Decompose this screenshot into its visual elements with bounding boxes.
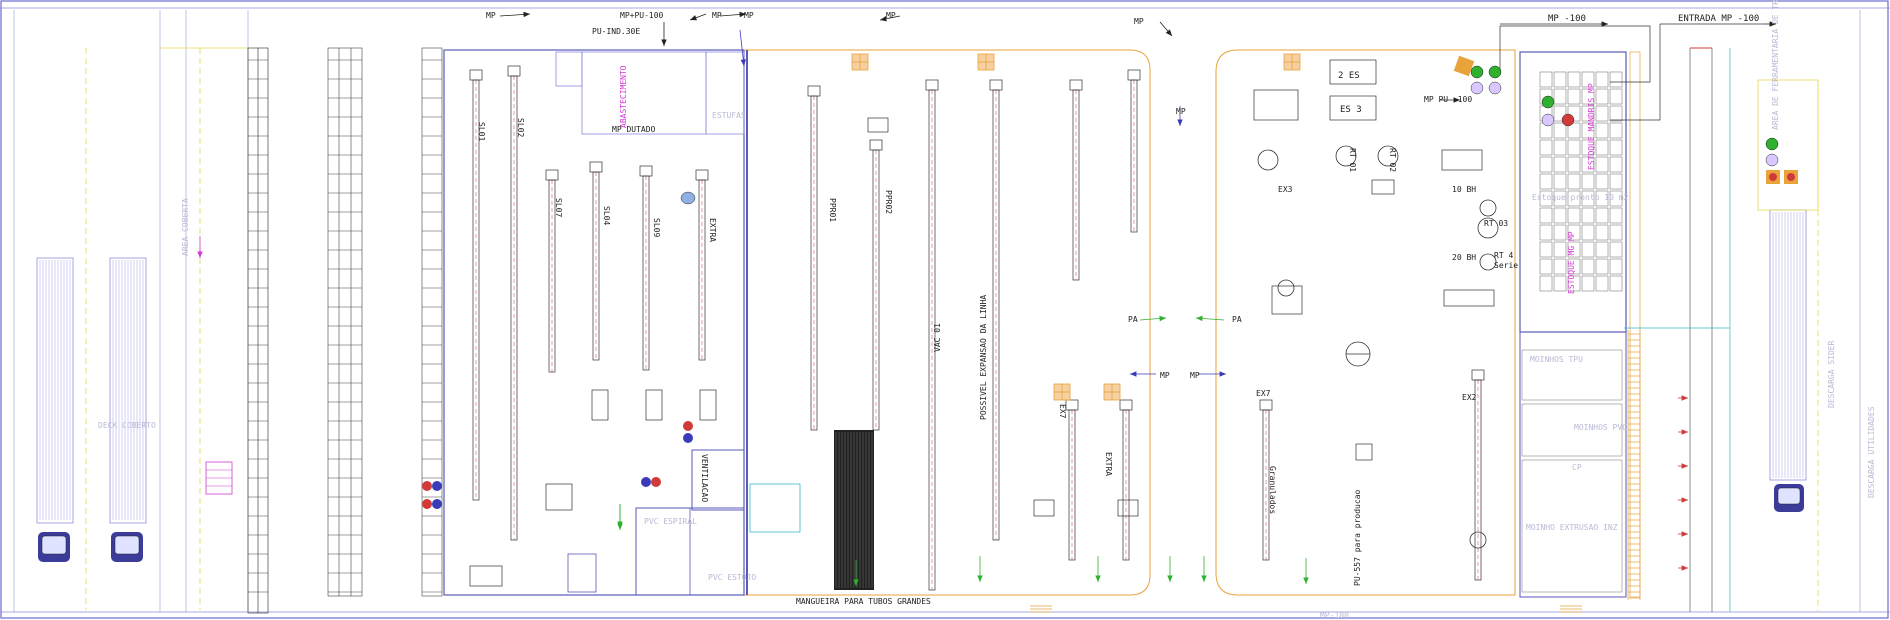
label-ex7-right: EX7 <box>1256 389 1271 398</box>
building-left <box>443 49 1151 596</box>
label-rt02: RT 02 <box>1388 148 1397 173</box>
label-mp-mid-left: MP <box>1160 371 1170 380</box>
label-rt01: RT 01 <box>1348 148 1357 173</box>
label-mp-pu-100: MP PU -100 <box>1424 95 1473 104</box>
label-mp-mid-r2: MP <box>1176 107 1186 116</box>
truck-2 <box>109 257 147 562</box>
label-ppr02: PPR02 <box>884 190 893 215</box>
label-pu557: PU-557 para producao <box>1353 489 1362 586</box>
label-mp-mid-right: MP <box>1190 371 1200 380</box>
label-estoque-mp: ESTOQUE MANDRIS MP <box>1587 83 1596 170</box>
symbols <box>422 55 1798 509</box>
label-ex2: EX2 <box>1462 393 1477 402</box>
rack-2 <box>327 47 363 597</box>
label-granulados: Granulados <box>1268 466 1277 515</box>
label-mp-top-right: MP -100 <box>1548 14 1586 24</box>
label-es3: ES 3 <box>1340 105 1362 115</box>
label-bottom-cut: MP-100 <box>1320 611 1349 620</box>
label-rt4: RT 4 <box>1494 251 1514 260</box>
label-entrada-mp: ENTRADA MP -100 <box>1678 14 1760 24</box>
label-ex7-left: EX7 <box>1058 404 1067 419</box>
label-estufas: ESTUFAS <box>712 111 746 120</box>
label-mp-1: MP <box>486 11 496 20</box>
label-possivel: POSSIVEL EXPANSAO DA LINHA <box>979 294 988 420</box>
label-vac01: VAC 01 <box>933 323 942 352</box>
truck-1 <box>36 257 74 562</box>
building-right <box>1215 49 1641 598</box>
label-mp-2: MP <box>712 11 722 20</box>
truck-3 <box>1769 209 1807 512</box>
label-pvc-espiral: PVC ESPIRAL <box>644 517 697 526</box>
label-mp-5: MP <box>1134 17 1144 26</box>
label-pa-right: PA <box>1232 315 1242 324</box>
label-sl07: SL07 <box>554 198 563 218</box>
label-mp-pu: MP+PU-100 <box>620 11 664 20</box>
label-extra-mid: EXTRA <box>1104 452 1113 477</box>
label-descarga-right: DESCARGA SIDER <box>1827 340 1836 408</box>
label-mp-4: MP <box>886 11 896 20</box>
label-cp: CP <box>1572 463 1582 472</box>
label-extra-left: EXTRA <box>708 218 717 243</box>
label-sl02: SL02 <box>516 118 525 138</box>
label-area-ferramentaria: AREA DE FERRAMENTARIA DE TRANSBORDO <box>1771 0 1780 130</box>
label-ex3: EX3 <box>1278 185 1293 194</box>
label-ppr01: PPR01 <box>828 198 837 223</box>
label-bh20: 20 BH <box>1452 253 1477 262</box>
label-mp-3: MP <box>744 11 754 20</box>
label-deck: DECK COBERTO <box>98 421 156 430</box>
label-bh10: 10 BH <box>1452 185 1477 194</box>
label-sl01: SL01 <box>477 122 486 142</box>
label-mangueira: MANGUEIRA PARA TUBOS GRANDES <box>796 597 931 606</box>
label-rt03: RT 03 <box>1484 219 1509 228</box>
label-ventilacao: VENTILACAO <box>700 454 709 503</box>
label-pa-left: PA <box>1128 315 1138 324</box>
label-pu-ind: PU-IND.30E <box>592 27 641 36</box>
label-descarga-util: DESCARGA UTILIDADES <box>1867 406 1876 498</box>
label-area-left: AREA COBERTA <box>181 198 190 256</box>
label-estoque-mg: ESTOQUE MG MP <box>1567 231 1576 294</box>
label-estoque-pronto: Estoque pronto 10 m2 <box>1532 193 1629 202</box>
label-sl04: SL04 <box>602 206 611 226</box>
label-sl09: SL09 <box>652 218 661 238</box>
label-moinhos-pvc: MOINHOS PVC <box>1574 423 1627 432</box>
label-mp-dutado: MP DUTADO <box>612 125 656 134</box>
label-es2: 2 ES <box>1338 71 1360 81</box>
label-pvc-estojo: PVC ESTOJO <box>708 573 757 582</box>
label-serie: Serie <box>1494 261 1519 270</box>
rack-3 <box>421 47 443 597</box>
label-abastecimento: ABASTECIMENTO <box>619 65 628 128</box>
rack-1 <box>247 47 269 614</box>
label-moinhos-tpu: MOINHOS TPU <box>1530 355 1583 364</box>
label-moinho-extrusao: MOINHO EXTRUSAO INZ <box>1526 523 1618 532</box>
